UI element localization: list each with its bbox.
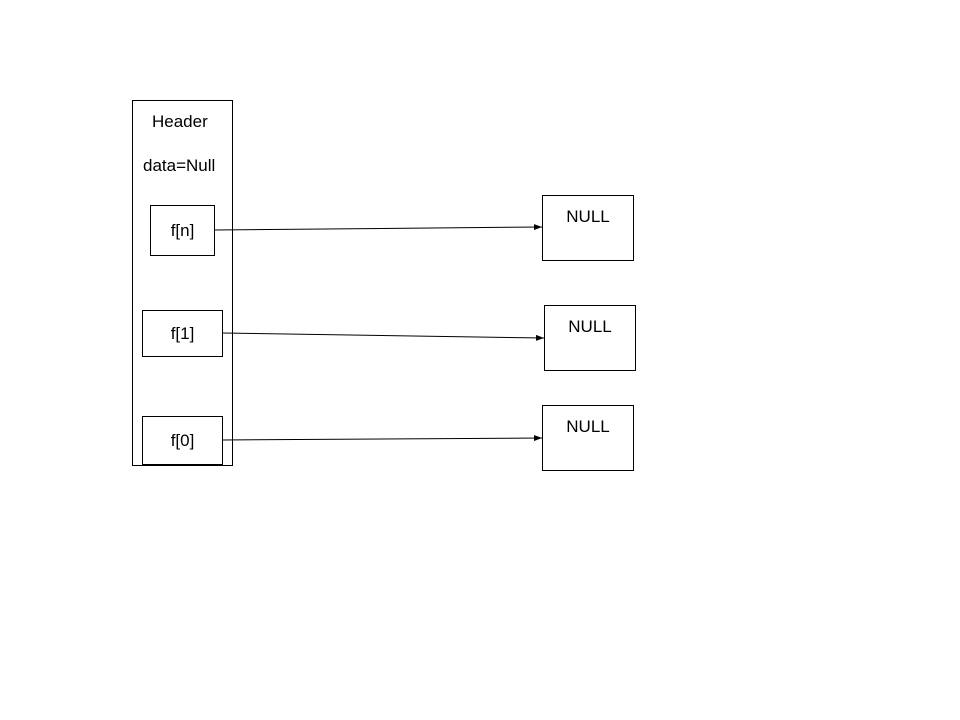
- header-data-field: data=Null: [143, 156, 216, 175]
- null-node-label: NULL: [568, 317, 612, 336]
- null-node-label: NULL: [566, 417, 610, 436]
- pointer-slot-f-1: f[1]: [142, 310, 223, 357]
- null-node-3: NULL: [542, 405, 634, 471]
- pointer-slot-label: f[n]: [170, 220, 195, 240]
- header-node: [132, 100, 233, 466]
- null-node-2: NULL: [544, 305, 636, 371]
- arrow-f-0-to-null: [222, 435, 543, 442]
- pointer-slot-label: f[1]: [170, 323, 195, 343]
- null-node-label: NULL: [566, 207, 610, 226]
- pointer-slot-f-0: f[0]: [142, 416, 223, 465]
- header-title: Header: [152, 112, 208, 131]
- arrow-f-n-to-null: [214, 224, 543, 231]
- pointer-slot-label: f[0]: [170, 430, 195, 450]
- null-node-1: NULL: [542, 195, 634, 261]
- pointer-slot-f-n: f[n]: [150, 205, 215, 256]
- arrow-f-1-to-null: [222, 332, 545, 341]
